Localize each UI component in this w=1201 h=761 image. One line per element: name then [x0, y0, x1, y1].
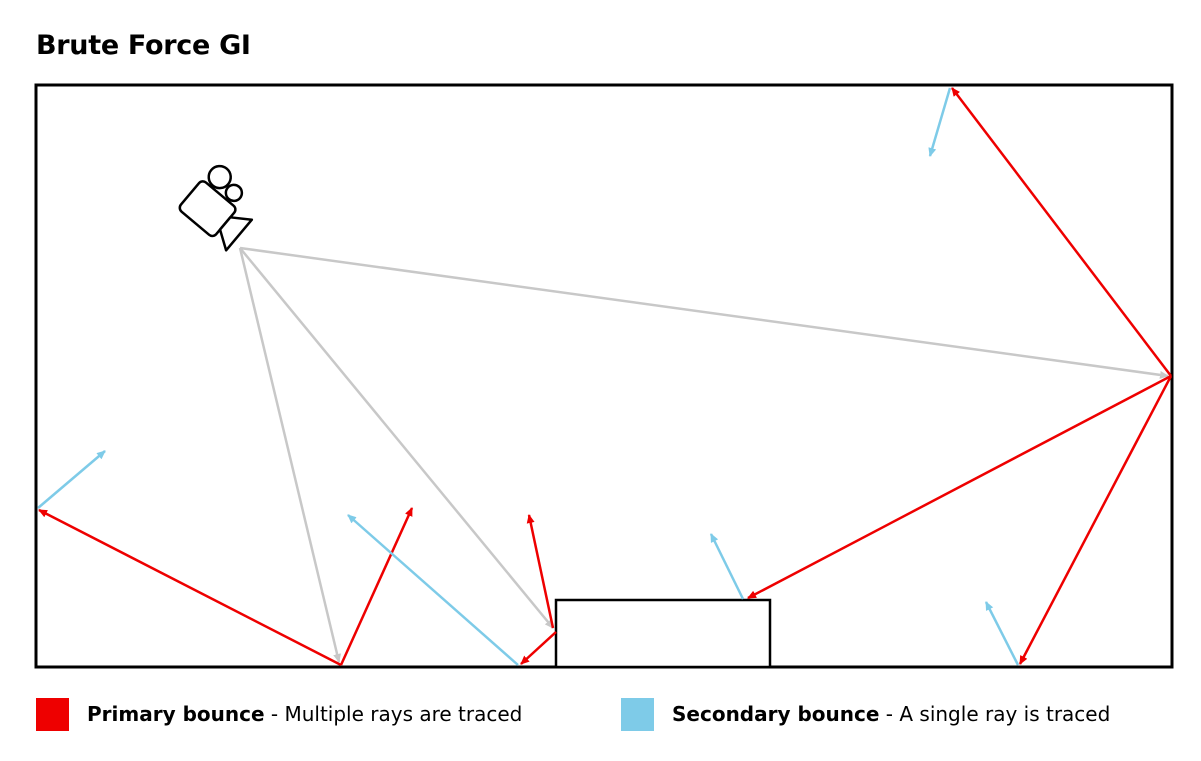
secondary-ray: [709, 533, 745, 600]
primary-ray: [520, 631, 557, 665]
primary-ray: [339, 507, 414, 666]
legend-secondary-description: - A single ray is traced: [879, 702, 1111, 726]
secondary-ray: [37, 450, 106, 509]
primary-ray: [526, 514, 555, 629]
secondary-ray: [928, 87, 952, 157]
camera-rays: [238, 246, 1169, 663]
diagram-title: Brute Force GI: [36, 30, 251, 61]
legend-primary-swatch: [36, 697, 69, 731]
primary-ray: [951, 87, 1172, 377]
camera-ray: [238, 247, 342, 663]
legend-secondary-label: Secondary bounce: [672, 702, 880, 726]
primary-ray: [1018, 375, 1173, 665]
legend-primary-label: Primary bounce: [87, 702, 265, 726]
video-camera-icon: [178, 164, 254, 252]
secondary-ray: [984, 601, 1020, 666]
legend-secondary: Secondary bounce - A single ray is trace…: [621, 697, 1110, 731]
primary-bounce-rays: [38, 87, 1173, 667]
legend-primary-description: - Multiple rays are traced: [264, 702, 523, 726]
box-object: [554, 598, 772, 669]
legend-secondary-swatch: [621, 697, 654, 731]
secondary-bounce-rays: [37, 87, 1020, 666]
primary-ray: [38, 508, 342, 667]
secondary-ray: [347, 514, 519, 666]
camera-ray: [239, 246, 1169, 379]
camera-ray: [239, 247, 554, 629]
legend-primary: Primary bounce - Multiple rays are trace…: [36, 697, 522, 731]
primary-ray: [747, 374, 1172, 600]
scene-boundary: [34, 83, 1174, 669]
